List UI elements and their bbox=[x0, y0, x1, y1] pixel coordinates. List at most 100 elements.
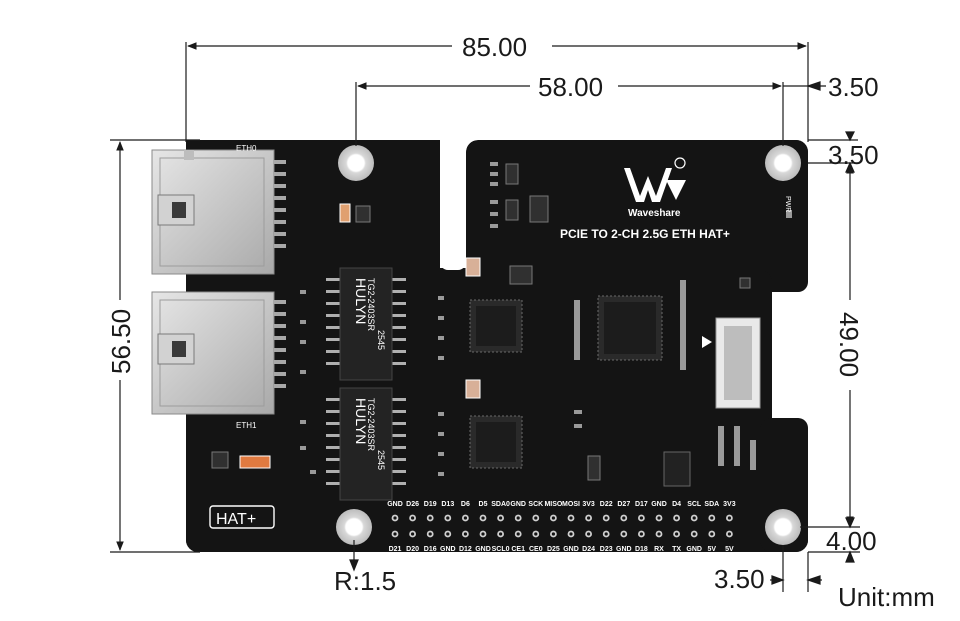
mounting-hole-bottom-right bbox=[765, 509, 801, 545]
gpio-label-top: D22 bbox=[600, 501, 613, 508]
waveshare-logo bbox=[624, 157, 686, 202]
pcie-switch-ic bbox=[597, 295, 663, 361]
led-amber bbox=[465, 257, 481, 277]
led-amber-2 bbox=[465, 379, 481, 399]
gpio-pin-hole bbox=[727, 516, 732, 520]
smd-components bbox=[211, 162, 792, 481]
transformer-bottom: HULYN TG2-2403SR 2545 bbox=[326, 387, 406, 501]
gpio-label-bottom: D21 bbox=[389, 546, 402, 553]
gpio-pin-hole bbox=[604, 532, 608, 536]
rj45-port-eth0 bbox=[151, 149, 286, 275]
gpio-pin-hole bbox=[463, 516, 467, 520]
gpio-pin-hole bbox=[710, 516, 714, 520]
rj45-port-eth1 bbox=[151, 291, 286, 415]
gpio-pin-hole bbox=[692, 532, 696, 536]
gpio-label-bottom: CE1 bbox=[511, 546, 525, 553]
gpio-label-top: D27 bbox=[617, 501, 630, 508]
gpio-pin-hole bbox=[428, 532, 432, 536]
gpio-label-top: D13 bbox=[441, 501, 454, 508]
gpio-pin-hole bbox=[587, 516, 591, 520]
gpio-pin-hole bbox=[516, 516, 520, 520]
gpio-label-bottom: 5V bbox=[725, 546, 734, 553]
gpio-label-bottom: TX bbox=[672, 546, 681, 553]
gpio-pin-hole bbox=[727, 532, 732, 536]
dim-hole-vertical: 49.00 bbox=[834, 312, 864, 377]
gpio-pin-hole bbox=[499, 532, 503, 536]
gpio-pin-hole bbox=[393, 532, 397, 536]
gpio-pin-hole bbox=[675, 532, 679, 536]
mounting-hole-top-left bbox=[338, 145, 374, 181]
gpio-label-top: D17 bbox=[635, 501, 648, 508]
gpio-label-top: SDA0 bbox=[491, 501, 510, 508]
mounting-hole-bottom-left bbox=[336, 509, 372, 545]
gpio-pin-hole bbox=[639, 532, 644, 536]
gpio-pin-hole bbox=[639, 516, 644, 520]
gpio-pin-hole bbox=[692, 516, 696, 520]
gpio-label-top: MOSI bbox=[562, 501, 580, 508]
dim-right-offset-bottom: 3.50 bbox=[714, 564, 765, 594]
gpio-pin-hole bbox=[534, 516, 538, 520]
svg-text:HAT+: HAT+ bbox=[216, 511, 256, 528]
gpio-label-top: D6 bbox=[461, 501, 470, 508]
gpio-pin-hole bbox=[481, 532, 485, 536]
svg-text:2545: 2545 bbox=[376, 330, 386, 350]
brand-name: Waveshare bbox=[628, 208, 681, 219]
gpio-label-top: GND bbox=[510, 501, 526, 508]
ethernet-controller-ic-top bbox=[469, 299, 523, 353]
gpio-pin-hole bbox=[569, 532, 573, 536]
gpio-label-bottom: D20 bbox=[406, 546, 419, 553]
mounting-hole-top-right bbox=[765, 145, 801, 181]
gpio-pin-hole bbox=[411, 516, 415, 520]
svg-text:TG2-2403SR: TG2-2403SR bbox=[366, 278, 376, 332]
gpio-label-bottom: D24 bbox=[582, 546, 595, 553]
gpio-pin-hole bbox=[516, 532, 520, 536]
board-title: PCIE TO 2-CH 2.5G ETH HAT+ bbox=[560, 227, 730, 241]
gpio-pin-hole bbox=[499, 516, 503, 520]
gpio-pin-hole bbox=[587, 532, 591, 536]
gpio-pin-hole bbox=[551, 516, 556, 520]
gpio-label-bottom: D12 bbox=[459, 546, 472, 553]
gpio-label-top: SCK bbox=[528, 501, 543, 508]
pcie-fpc-connector bbox=[702, 317, 761, 409]
gpio-label-top: 3V3 bbox=[723, 501, 736, 508]
gpio-label-bottom: D16 bbox=[424, 546, 437, 553]
svg-text:HULYN: HULYN bbox=[353, 398, 369, 444]
gpio-label-bottom: GND bbox=[440, 546, 456, 553]
gpio-label-bottom: RX bbox=[654, 546, 664, 553]
gpio-label-top: GND bbox=[387, 501, 403, 508]
gpio-label-top: 3V3 bbox=[582, 501, 595, 508]
gpio-pin-hole bbox=[622, 532, 626, 536]
dim-right-offset-top: 3.50 bbox=[828, 72, 879, 102]
gpio-pin-hole bbox=[710, 532, 714, 536]
led-orange-bottom bbox=[239, 455, 271, 469]
dim-height-overall: 56.50 bbox=[106, 309, 136, 374]
gpio-pin-hole bbox=[534, 532, 538, 536]
gpio-label-top: SDA bbox=[704, 501, 719, 508]
gpio-pin-hole bbox=[657, 516, 661, 520]
gpio-label-bottom: GND bbox=[563, 546, 579, 553]
gpio-pin-hole bbox=[604, 516, 608, 520]
gpio-label-bottom: GND bbox=[475, 546, 491, 553]
dim-hole-spacing: 58.00 bbox=[538, 72, 603, 102]
small-ic bbox=[663, 451, 691, 487]
gpio-pin-hole bbox=[481, 516, 485, 520]
dim-radius: R:1.5 bbox=[334, 566, 396, 596]
pwr-label: PWR bbox=[784, 196, 791, 212]
dim-bottom-offset: 4.00 bbox=[826, 526, 877, 556]
gpio-label-top: D4 bbox=[672, 501, 681, 508]
gpio-label-bottom: CE0 bbox=[529, 546, 543, 553]
gpio-label-bottom: SCL0 bbox=[492, 546, 510, 553]
eth1-label: ETH1 bbox=[236, 421, 257, 430]
gpio-label-top: D26 bbox=[406, 501, 419, 508]
gpio-label-top: D19 bbox=[424, 501, 437, 508]
gpio-label-bottom: D23 bbox=[600, 546, 613, 553]
svg-text:HULYN: HULYN bbox=[353, 278, 369, 324]
gpio-label-bottom: D25 bbox=[547, 546, 560, 553]
gpio-label-bottom: GND bbox=[616, 546, 632, 553]
gpio-pin-hole bbox=[428, 516, 432, 520]
gpio-pin-hole bbox=[411, 532, 415, 536]
gpio-pin-hole bbox=[446, 516, 450, 520]
gpio-label-bottom: 5V bbox=[708, 546, 717, 553]
